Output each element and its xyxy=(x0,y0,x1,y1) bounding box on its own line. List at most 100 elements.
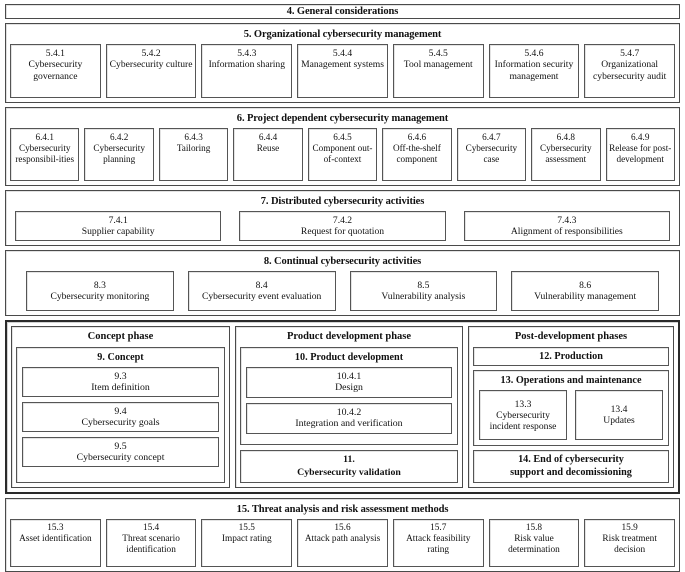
box-15-7[interactable]: 15.7 Attack feasibility rating xyxy=(392,519,484,568)
box-9-3-label: Item definition xyxy=(91,382,150,393)
box-15-6-label: Attack path analysis xyxy=(304,534,381,545)
box-8-3[interactable]: 8.3 Cybersecurity monitoring xyxy=(26,271,174,311)
box-8-5[interactable]: 8.5 Vulnerability analysis xyxy=(349,271,498,311)
box-5-4-1-number: 5.4.1 xyxy=(45,48,65,59)
box-15-3-label: Asset identification xyxy=(19,534,92,545)
section-general-considerations-title: 4. General considerations xyxy=(286,6,399,17)
group-13-title: 13. Operations and maintenance xyxy=(500,375,642,387)
continual-items-row: 8.3 Cybersecurity monitoring 8.4 Cyberse… xyxy=(10,271,675,311)
box-15-5-number: 15.5 xyxy=(238,523,255,534)
product-items-stack: 10.4.1 Design 10.4.2 Integration and ver… xyxy=(246,367,452,434)
box-7-4-2-label: Request for quotation xyxy=(300,226,385,237)
box-9-5[interactable]: 9.5 Cybersecurity concept xyxy=(22,437,219,467)
operations-items-row: 13.3 Cybersecurity incident response 13.… xyxy=(479,390,663,441)
box-15-3[interactable]: 15.3 Asset identification xyxy=(10,519,101,568)
box-5-4-3[interactable]: 5.4.3 Information sharing xyxy=(201,44,293,98)
box-10-4-2[interactable]: 10.4.2 Integration and verification xyxy=(246,402,452,434)
box-5-4-5-number: 5.4.5 xyxy=(428,48,448,59)
box-13-4-number: 13.4 xyxy=(610,404,628,416)
box-15-8[interactable]: 15.8 Risk value determination xyxy=(488,519,580,568)
box-9-5-number: 9.5 xyxy=(114,440,127,452)
box-10-4-1[interactable]: 10.4.1 Design xyxy=(246,367,452,398)
box-12-production[interactable]: 12. Production xyxy=(473,347,669,367)
box-8-6-label: Vulnerability management xyxy=(534,291,637,302)
box-5-4-5[interactable]: 5.4.5 Tool management xyxy=(392,44,484,98)
box-13-3[interactable]: 13.3 Cybersecurity incident response xyxy=(479,390,567,441)
box-5-4-1-label: Cybersecurity governance xyxy=(28,59,83,82)
box-5-4-7[interactable]: 5.4.7 Organizational cybersecurity audit xyxy=(584,44,676,98)
box-6-4-9[interactable]: 6.4.9 Release for post-development xyxy=(605,128,675,181)
box-9-4[interactable]: 9.4 Cybersecurity goals xyxy=(22,402,219,432)
box-11-cybersecurity-validation[interactable]: 11. Cybersecurity validation xyxy=(240,450,458,484)
box-9-4-label: Cybersecurity goals xyxy=(81,417,160,428)
section-project-dependent-cybersecurity-management: 6. Project dependent cybersecurity manag… xyxy=(5,107,680,186)
box-8-4[interactable]: 8.4 Cybersecurity event evaluation xyxy=(187,271,336,311)
box-7-4-1[interactable]: 7.4.1 Supplier capability xyxy=(15,211,222,241)
box-5-4-1[interactable]: 5.4.1 Cybersecurity governance xyxy=(10,44,101,98)
box-15-5[interactable]: 15.5 Impact rating xyxy=(201,519,293,568)
box-8-3-number: 8.3 xyxy=(93,279,106,291)
box-6-4-5[interactable]: 6.4.5 Component out-of-context xyxy=(307,128,378,181)
box-13-4[interactable]: 13.4 Updates xyxy=(575,390,663,441)
box-15-4[interactable]: 15.4 Threat scenario identification xyxy=(105,519,197,568)
box-8-6-number: 8.6 xyxy=(579,279,592,291)
box-6-4-7-label: Cybersecurity case xyxy=(465,143,518,164)
distributed-items-row: 7.4.1 Supplier capability 7.4.2 Request … xyxy=(10,211,675,241)
box-5-4-2[interactable]: 5.4.2 Cybersecurity culture xyxy=(105,44,197,98)
box-5-4-5-label: Tool management xyxy=(403,59,473,71)
section-project-title: 6. Project dependent cybersecurity manag… xyxy=(236,113,449,124)
box-5-4-4-label: Management systems xyxy=(301,59,384,71)
section-distributed-title: 7. Distributed cybersecurity activities xyxy=(260,196,425,207)
box-5-4-2-number: 5.4.2 xyxy=(141,48,161,59)
box-6-4-3[interactable]: 6.4.3 Tailoring xyxy=(158,128,229,181)
box-15-9-number: 15.9 xyxy=(621,523,638,534)
box-13-4-label: Updates xyxy=(603,415,635,427)
group-9-concept-title: 9. Concept xyxy=(97,352,144,363)
project-items-row: 6.4.1 Cybersecurity responsibil-ities 6.… xyxy=(10,128,675,181)
box-5-4-7-label: Organizational cybersecurity audit xyxy=(593,59,667,82)
box-6-4-1-number: 6.4.1 xyxy=(35,132,54,142)
section-general-considerations: 4. General considerations xyxy=(5,4,680,19)
box-10-4-1-number: 10.4.1 xyxy=(336,371,362,382)
box-6-4-2[interactable]: 6.4.2 Cybersecurity planning xyxy=(84,128,154,181)
box-7-4-1-number: 7.4.1 xyxy=(108,214,128,226)
box-15-9[interactable]: 15.9 Risk treatment decision xyxy=(584,519,676,568)
box-15-4-number: 15.4 xyxy=(142,523,160,534)
box-6-4-4[interactable]: 6.4.4 Reuse xyxy=(233,128,303,181)
box-15-7-label: Attack feasibility rating xyxy=(406,534,471,556)
column-concept-phase: Concept phase 9. Concept 9.3 Item defini… xyxy=(11,326,230,489)
box-9-3[interactable]: 9.3 Item definition xyxy=(22,367,219,397)
box-7-4-2-number: 7.4.2 xyxy=(332,214,353,226)
cybersecurity-lifecycle-diagram: 4. General considerations 5. Organizatio… xyxy=(5,4,680,572)
box-9-3-number: 9.3 xyxy=(114,370,127,382)
box-8-6[interactable]: 8.6 Vulnerability management xyxy=(511,271,659,311)
concept-phase-title: Concept phase xyxy=(87,331,154,342)
section-continual-title: 8. Continual cybersecurity activities xyxy=(263,256,422,267)
box-15-6[interactable]: 15.6 Attack path analysis xyxy=(297,519,388,568)
box-13-3-label: Cybersecurity incident response xyxy=(489,409,557,432)
box-6-4-9-label: Release for post-development xyxy=(609,143,672,164)
box-7-4-3[interactable]: 7.4.3 Alignment of responsibilities xyxy=(463,211,670,241)
section-lifecycle-phases: Concept phase 9. Concept 9.3 Item defini… xyxy=(5,320,680,495)
box-5-4-6[interactable]: 5.4.6 Information security management xyxy=(488,44,580,98)
box-5-4-4[interactable]: 5.4.4 Management systems xyxy=(297,44,388,98)
box-10-4-2-label: Integration and verification xyxy=(295,418,403,430)
box-6-4-2-label: Cybersecurity planning xyxy=(93,143,145,164)
box-6-4-6[interactable]: 6.4.6 Off-the-shelf component xyxy=(382,128,452,181)
group-13-operations-and-maintenance: 13. Operations and maintenance 13.3 Cybe… xyxy=(473,370,669,447)
box-6-4-6-number: 6.4.6 xyxy=(407,132,427,142)
box-6-4-7[interactable]: 6.4.7 Cybersecurity case xyxy=(456,128,527,181)
box-15-8-number: 15.8 xyxy=(525,523,543,534)
box-7-4-2[interactable]: 7.4.2 Request for quotation xyxy=(239,211,446,241)
product-development-phase-title: Product development phase xyxy=(286,331,412,342)
box-11-label: Cybersecurity validation xyxy=(297,466,401,478)
box-6-4-1[interactable]: 6.4.1 Cybersecurity responsibil-ities xyxy=(10,128,80,181)
box-6-4-8-number: 6.4.8 xyxy=(556,132,575,142)
box-14-line2: support and decomissioning xyxy=(510,466,632,478)
section-organizational-cybersecurity-management: 5. Organizational cybersecurity manageme… xyxy=(5,23,680,103)
box-5-4-3-label: Information sharing xyxy=(208,59,286,71)
concept-items-stack: 9.3 Item definition 9.4 Cybersecurity go… xyxy=(22,367,219,467)
box-6-4-2-number: 6.4.2 xyxy=(109,132,129,142)
box-6-4-8[interactable]: 6.4.8 Cybersecurity assessment xyxy=(531,128,601,181)
box-14-end-of-cybersecurity-support[interactable]: 14. End of cybersecurity support and dec… xyxy=(473,450,669,484)
